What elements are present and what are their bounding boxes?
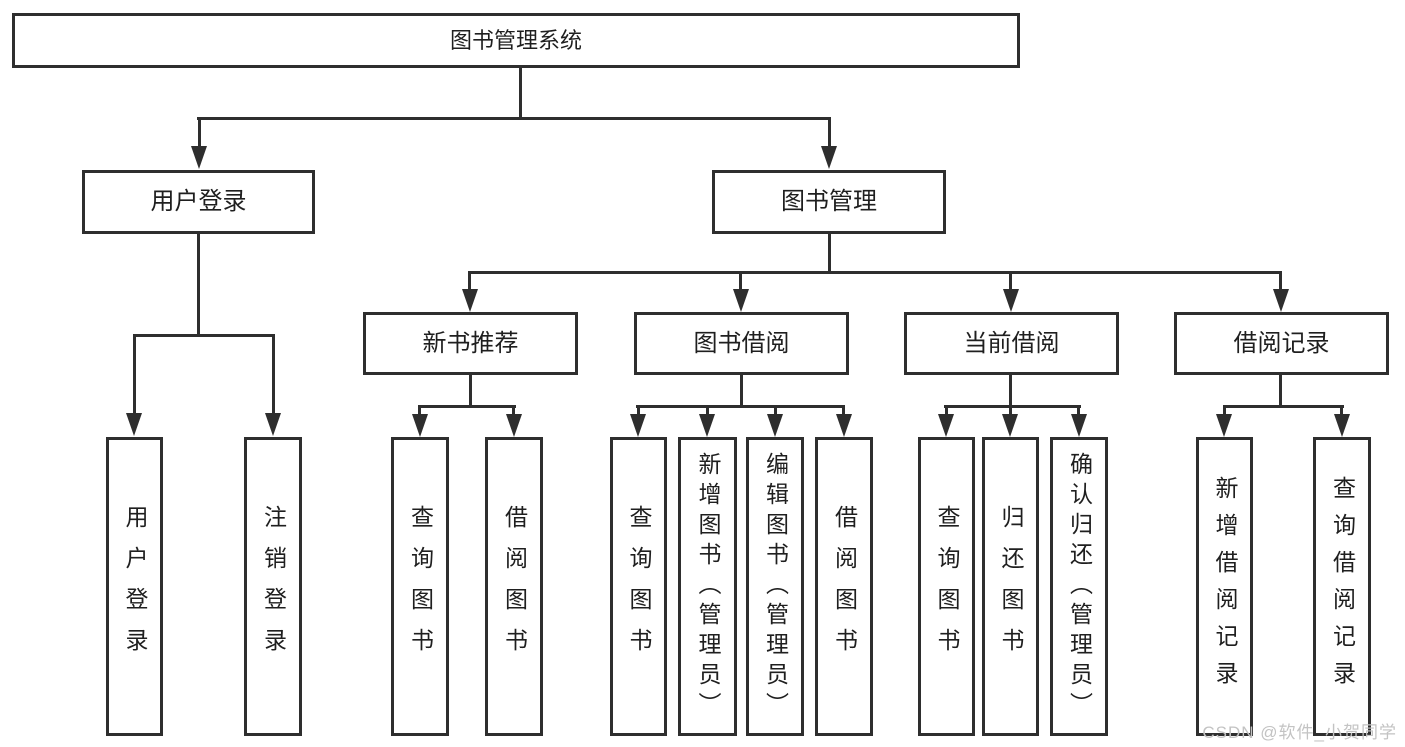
arrow-down bbox=[938, 414, 954, 437]
connector-branch bbox=[418, 405, 516, 408]
arrow-down bbox=[767, 414, 783, 437]
arrow-down bbox=[1216, 414, 1232, 437]
connector-drop bbox=[418, 405, 421, 419]
connector-drop bbox=[512, 405, 515, 419]
arrow-down bbox=[412, 414, 428, 437]
connector-stub bbox=[1279, 375, 1282, 408]
connector-drop bbox=[1009, 405, 1012, 419]
leaf-label: 归还图书 bbox=[998, 504, 1024, 669]
connector-drop bbox=[637, 405, 640, 419]
node-label: 新书推荐 bbox=[422, 329, 519, 357]
node-label: 用户登录 bbox=[150, 188, 247, 215]
connector-drop bbox=[1223, 405, 1226, 419]
connector-stub bbox=[1009, 375, 1012, 408]
node-book-borrow: 图书借阅 bbox=[634, 312, 849, 375]
node-new-book-recommend: 新书推荐 bbox=[363, 312, 578, 375]
arrow-down bbox=[506, 414, 522, 437]
connector-mgmt-stub bbox=[828, 234, 831, 274]
node-label: 图书借阅 bbox=[693, 329, 790, 357]
leaf-query-book-recommend: 查询图书 bbox=[391, 437, 449, 736]
leaf-label: 用户登录 bbox=[122, 504, 148, 669]
connector-stub bbox=[469, 375, 472, 408]
leaf-edit-book-admin: 编辑图书（管理员） bbox=[746, 437, 804, 736]
leaf-label: 确认归还（管理员） bbox=[1066, 451, 1093, 722]
node-borrow-record: 借阅记录 bbox=[1174, 312, 1389, 375]
node-current-borrow: 当前借阅 bbox=[904, 312, 1119, 375]
node-label: 当前借阅 bbox=[963, 329, 1060, 357]
arrow-down bbox=[1071, 414, 1087, 437]
leaf-label: 注销登录 bbox=[260, 504, 287, 669]
arrow-down bbox=[699, 414, 715, 437]
arrow-down bbox=[836, 414, 852, 437]
leaf-add-book-admin: 新增图书（管理员） bbox=[678, 437, 737, 736]
connector-branch bbox=[944, 405, 1081, 408]
node-book-management: 图书管理 bbox=[712, 170, 946, 234]
arrow-down-book-mgmt bbox=[821, 146, 837, 169]
connector-drop bbox=[1340, 405, 1343, 419]
connector-mgmt-branch bbox=[468, 271, 1282, 274]
connector-user-stub bbox=[197, 234, 200, 336]
connector-drop bbox=[774, 405, 777, 419]
connector-drop bbox=[1009, 271, 1012, 295]
connector-drop bbox=[272, 334, 275, 418]
node-label: 借阅记录 bbox=[1233, 329, 1330, 357]
leaf-borrow-book-recommend: 借阅图书 bbox=[485, 437, 543, 736]
leaf-query-book-borrow: 查询图书 bbox=[610, 437, 667, 736]
leaf-query-borrow-record: 查询借阅记录 bbox=[1313, 437, 1371, 736]
connector-drop bbox=[133, 334, 136, 418]
leaf-label: 查询图书 bbox=[934, 504, 960, 669]
leaf-borrow-book: 借阅图书 bbox=[815, 437, 873, 736]
leaf-user-login: 用户登录 bbox=[106, 437, 163, 736]
leaf-label: 新增图书（管理员） bbox=[695, 451, 721, 722]
node-label: 图书管理 bbox=[781, 188, 877, 215]
watermark-text: CSDN @软件_小贺同学 bbox=[1202, 723, 1397, 742]
leaf-label: 查询图书 bbox=[626, 504, 652, 669]
connector-drop-book-mgmt bbox=[828, 117, 831, 150]
arrow-down bbox=[630, 414, 646, 437]
leaf-logout-login: 注销登录 bbox=[244, 437, 302, 736]
arrow-down bbox=[462, 289, 478, 312]
leaf-label: 编辑图书（管理员） bbox=[762, 451, 789, 722]
connector-branch bbox=[636, 405, 845, 408]
connector-drop bbox=[1077, 405, 1080, 419]
arrow-down bbox=[126, 413, 142, 436]
node-library-management-system: 图书管理系统 bbox=[12, 13, 1020, 68]
leaf-label: 查询图书 bbox=[407, 504, 434, 669]
connector-stub bbox=[740, 375, 743, 408]
arrow-down bbox=[265, 413, 281, 436]
leaf-add-borrow-record: 新增借阅记录 bbox=[1196, 437, 1253, 736]
connector-drop bbox=[706, 405, 709, 419]
leaf-label: 借阅图书 bbox=[831, 504, 858, 669]
node-label: 图书管理系统 bbox=[449, 27, 582, 53]
leaf-confirm-return-admin: 确认归还（管理员） bbox=[1050, 437, 1108, 736]
arrow-down bbox=[1003, 289, 1019, 312]
connector-drop bbox=[468, 271, 471, 295]
connector-drop-user-login bbox=[198, 117, 201, 150]
connector-branch bbox=[1223, 405, 1344, 408]
arrow-down bbox=[1334, 414, 1350, 437]
connector-user-branch bbox=[133, 334, 275, 337]
arrow-down bbox=[733, 289, 749, 312]
connector-root-stub bbox=[519, 68, 522, 119]
connector-drop bbox=[1279, 271, 1282, 295]
connector-root-branch bbox=[197, 117, 831, 120]
leaf-label: 借阅图书 bbox=[501, 504, 528, 669]
connector-drop bbox=[739, 271, 742, 295]
leaf-return-book: 归还图书 bbox=[982, 437, 1039, 736]
leaf-label: 新增借阅记录 bbox=[1212, 475, 1238, 698]
arrow-down bbox=[1002, 414, 1018, 437]
connector-drop bbox=[945, 405, 948, 419]
arrow-down-user-login bbox=[191, 146, 207, 169]
node-user-login: 用户登录 bbox=[82, 170, 315, 234]
leaf-query-book-current: 查询图书 bbox=[918, 437, 975, 736]
leaf-label: 查询借阅记录 bbox=[1329, 475, 1356, 698]
arrow-down bbox=[1273, 289, 1289, 312]
connector-drop bbox=[842, 405, 845, 419]
